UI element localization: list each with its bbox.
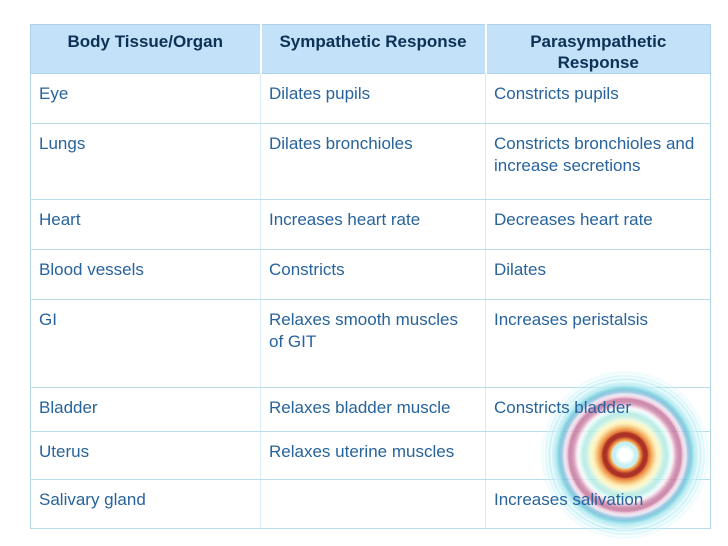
cell-text: Decreases heart rate: [494, 210, 653, 229]
cell-parasympathetic: Increases peristalsis: [485, 299, 711, 388]
cell-organ: Eye: [30, 73, 261, 124]
cell-organ: Heart: [30, 199, 261, 250]
cell-text: Dilates: [494, 260, 546, 279]
cell-text: Constricts bronchioles and increase secr…: [494, 134, 695, 175]
cell-parasympathetic: Constricts bladder: [485, 387, 711, 432]
cell-text: Eye: [39, 84, 69, 103]
cell-text: Uterus: [39, 442, 90, 461]
cell-sympathetic: [260, 479, 486, 529]
cell-parasympathetic: [485, 431, 711, 480]
cell-sympathetic: Relaxes smooth muscles of GIT: [260, 299, 486, 388]
cell-sympathetic: Dilates bronchioles: [260, 123, 486, 200]
header-label: Parasympathetic Response: [530, 32, 667, 72]
header-sympathetic-response: Sympathetic Response: [259, 24, 486, 74]
cell-sympathetic: Constricts: [260, 249, 486, 300]
cell-text: Constricts: [269, 260, 345, 279]
table-row: GI Relaxes smooth muscles of GIT Increas…: [30, 299, 711, 388]
table-row: Uterus Relaxes uterine muscles: [30, 431, 711, 480]
cell-parasympathetic: Constricts pupils: [485, 73, 711, 124]
cell-sympathetic: Relaxes bladder muscle: [260, 387, 486, 432]
cell-text: Heart: [39, 210, 81, 229]
cell-parasympathetic: Decreases heart rate: [485, 199, 711, 250]
cell-organ: Blood vessels: [30, 249, 261, 300]
cell-text: Increases peristalsis: [494, 310, 649, 329]
cell-parasympathetic: Dilates: [485, 249, 711, 300]
cell-sympathetic: Dilates pupils: [260, 73, 486, 124]
cell-organ: Lungs: [30, 123, 261, 200]
cell-organ: Salivary gland: [30, 479, 261, 529]
cell-organ: Uterus: [30, 431, 261, 480]
cell-text: Relaxes bladder muscle: [269, 398, 451, 417]
cell-text: Constricts bladder: [494, 398, 632, 417]
table-header-row: Body Tissue/Organ Sympathetic Response P…: [30, 24, 711, 74]
cell-organ: Bladder: [30, 387, 261, 432]
cell-text: Dilates bronchioles: [269, 134, 413, 153]
cell-sympathetic: Relaxes uterine muscles: [260, 431, 486, 480]
autonomic-response-table: Body Tissue/Organ Sympathetic Response P…: [30, 24, 711, 529]
cell-text: Dilates pupils: [269, 84, 371, 103]
header-body-tissue-organ: Body Tissue/Organ: [30, 24, 261, 74]
cell-text: Relaxes uterine muscles: [269, 442, 455, 461]
cell-text: GI: [39, 310, 57, 329]
table-row: Salivary gland Increases salivation: [30, 479, 711, 529]
table-row: Eye Dilates pupils Constricts pupils: [30, 73, 711, 124]
cell-text: Increases salivation: [494, 490, 644, 509]
table-row: Heart Increases heart rate Decreases hea…: [30, 199, 711, 250]
table-row: Bladder Relaxes bladder muscle Constrict…: [30, 387, 711, 432]
cell-parasympathetic: Increases salivation: [485, 479, 711, 529]
cell-text: Blood vessels: [39, 260, 144, 279]
header-label: Sympathetic Response: [279, 32, 467, 51]
header-label: Body Tissue/Organ: [67, 32, 224, 51]
cell-organ: GI: [30, 299, 261, 388]
table-row: Blood vessels Constricts Dilates: [30, 249, 711, 300]
cell-text: Lungs: [39, 134, 86, 153]
cell-text: Relaxes smooth muscles of GIT: [269, 310, 458, 351]
cell-text: Increases heart rate: [269, 210, 421, 229]
cell-sympathetic: Increases heart rate: [260, 199, 486, 250]
cell-text: Salivary gland: [39, 490, 146, 509]
cell-text: Bladder: [39, 398, 98, 417]
cell-parasympathetic: Constricts bronchioles and increase secr…: [485, 123, 711, 200]
cell-text: Constricts pupils: [494, 84, 619, 103]
table-row: Lungs Dilates bronchioles Constricts bro…: [30, 123, 711, 200]
header-parasympathetic-response: Parasympathetic Response: [484, 24, 711, 74]
